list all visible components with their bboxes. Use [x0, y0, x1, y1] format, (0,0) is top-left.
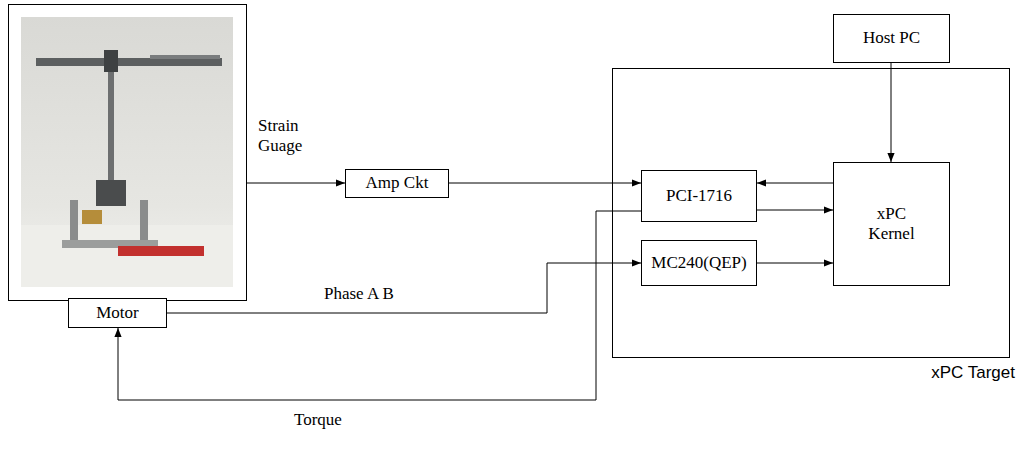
- edge-label: Torque: [292, 410, 344, 430]
- signal-connector: [757, 210, 833, 211]
- daq-card-box: PCI-1716: [641, 170, 757, 222]
- edge-label: Phase A B: [322, 284, 396, 304]
- amp-circuit-box: Amp Ckt: [345, 169, 449, 198]
- box-label: Amp Ckt: [366, 173, 429, 193]
- box-heading: xPC Target: [931, 363, 1015, 383]
- encoder-card-box: MC240(QEP): [641, 240, 757, 286]
- signal-connector: [757, 183, 833, 184]
- target-machine-box: xPC TargetPCI-1716MC240(QEP)xPC Kernel: [612, 68, 1010, 358]
- kernel-box: xPC Kernel: [833, 162, 950, 286]
- box-label: Host PC: [863, 28, 920, 48]
- signal-connector: [757, 263, 833, 264]
- box-label: MC240(QEP): [651, 253, 746, 273]
- signal-connector: [118, 211, 641, 400]
- signal-connector: [167, 263, 641, 313]
- box-label: Motor: [96, 303, 139, 323]
- host-pc-box: Host PC: [833, 14, 950, 63]
- strain-gauge-wire: [247, 183, 346, 184]
- signal-connector: [891, 63, 892, 162]
- signal-label: Strain Guage: [256, 116, 322, 157]
- photo-frame: [9, 5, 247, 301]
- box-label: PCI-1716: [666, 186, 732, 206]
- box-label: xPC Kernel: [860, 204, 924, 245]
- motor-box: Motor: [68, 298, 167, 328]
- helicopter-photo: [21, 17, 233, 287]
